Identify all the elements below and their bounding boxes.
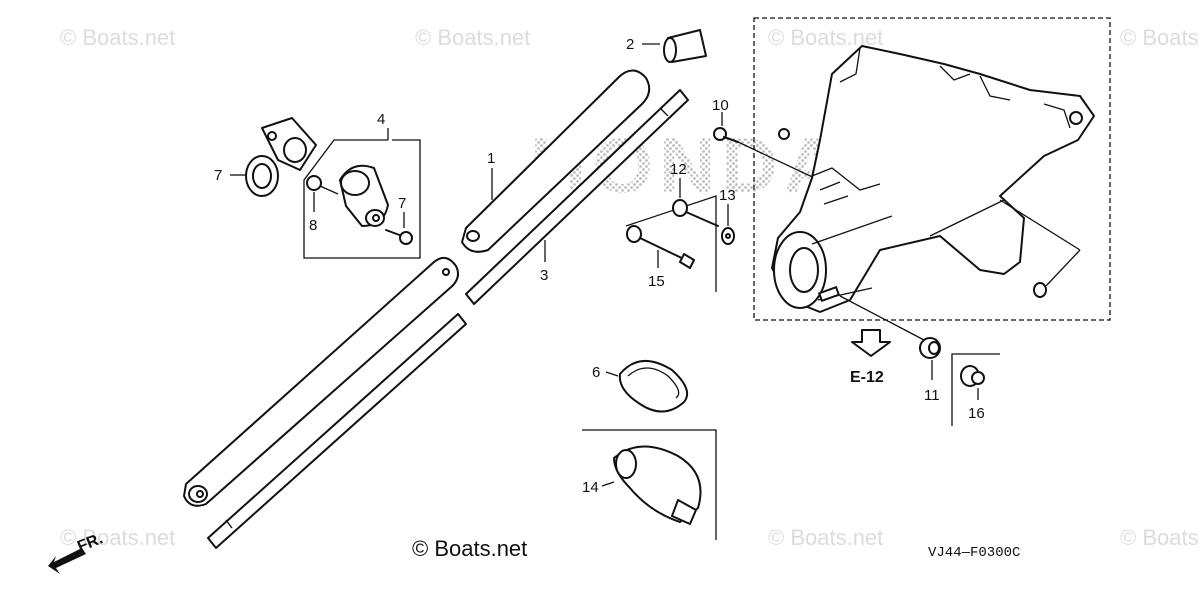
leader-6	[605, 371, 619, 377]
part-11-grommet	[919, 337, 941, 359]
callout-8: 8	[309, 217, 317, 234]
part-1-grip-upper	[461, 69, 651, 253]
callout-3: 3	[540, 267, 548, 284]
part-14-clamp	[613, 445, 702, 525]
part-6-band	[618, 360, 688, 413]
housing-washer	[1033, 282, 1047, 298]
watermark-bottom-left: © Boats.net	[60, 525, 175, 550]
part-3-shaft-lower	[207, 313, 467, 549]
part-2-collar	[663, 29, 707, 63]
watermark-top-edge: © Boats.net	[1120, 25, 1200, 50]
part-1-grip-lower	[183, 256, 459, 507]
callout-7: 7	[398, 195, 406, 212]
callout-16: 16	[968, 405, 985, 422]
leader-14	[601, 481, 615, 487]
diagram-code: VJ44—F0300C	[928, 545, 1020, 561]
callout-6: 6	[592, 364, 600, 381]
part-10-bolt	[713, 127, 739, 143]
part-3-shaft	[465, 89, 689, 305]
part-8-nut	[306, 175, 322, 191]
group-box-16	[951, 353, 1000, 426]
part-5-bracket	[245, 117, 317, 197]
callout-13: 13	[719, 187, 736, 204]
callout-1: 1	[487, 150, 495, 167]
group-box-bolts	[625, 195, 717, 292]
reference-arrow-icon	[851, 329, 891, 357]
reference-label-e12: E-12	[850, 369, 884, 386]
part-7-screw	[385, 229, 413, 245]
part-16-nut	[960, 365, 985, 387]
watermark-bottom-right: © Boats.net	[768, 525, 883, 550]
callout-12: 12	[670, 161, 687, 178]
part-4-clamp	[339, 164, 389, 227]
group-box-4	[303, 139, 421, 259]
watermark-center: © Boats.net	[412, 536, 527, 561]
callout-14: 14	[582, 479, 599, 496]
callout-4: 4	[377, 111, 385, 128]
callout-2: 2	[626, 36, 634, 53]
callout-11: 11	[924, 387, 940, 404]
callout-10: 10	[712, 97, 729, 114]
part-15-bolt	[626, 225, 695, 269]
watermark-bottom-edge: © Boats.net	[1120, 525, 1200, 550]
group-box-housing	[753, 17, 1111, 321]
watermark-top-left: © Boats.net	[60, 25, 175, 50]
part-13-washer	[721, 227, 735, 245]
group-box-14	[582, 429, 717, 540]
watermark-top-center: © Boats.net	[415, 25, 530, 50]
part-12-bolt	[672, 199, 719, 227]
callout-15: 15	[648, 273, 665, 290]
gear-case-housing	[771, 45, 1095, 313]
callout-5: 7	[214, 167, 222, 184]
